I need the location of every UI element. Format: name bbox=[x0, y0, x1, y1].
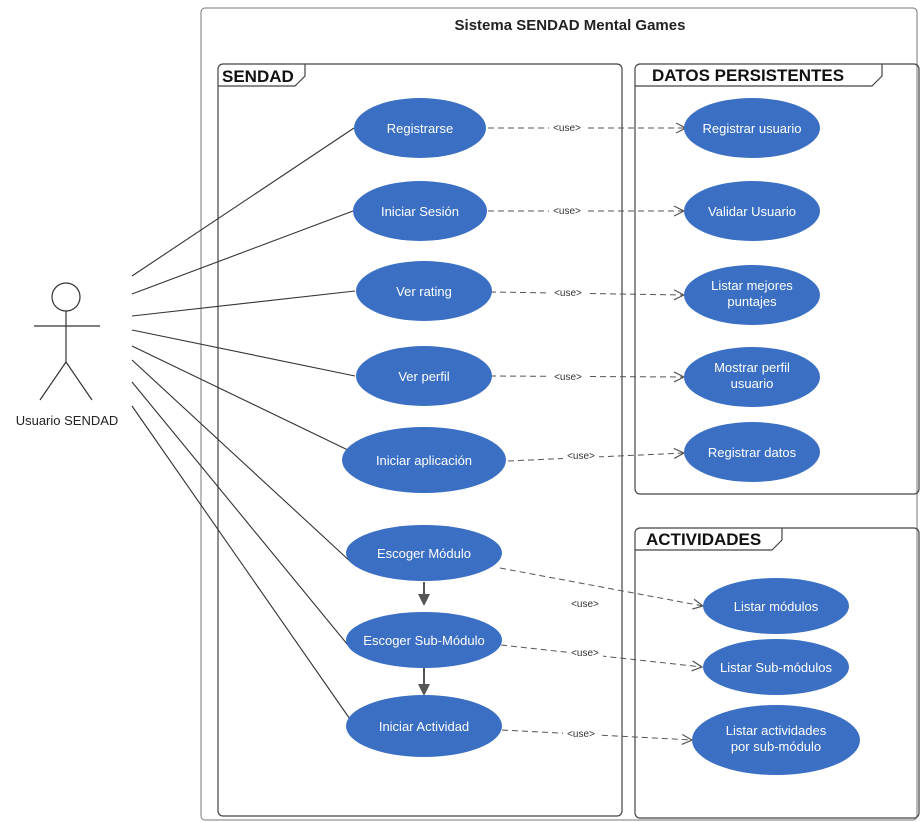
use-label-registrarse: <use> bbox=[553, 123, 581, 134]
actor-head bbox=[51, 282, 81, 312]
system-title: Sistema SENDAD Mental Games bbox=[455, 17, 686, 34]
usecase-mostrar-perfil-line2: usuario bbox=[731, 376, 774, 391]
usecase-listar-modulos[interactable]: Listar módulos bbox=[703, 578, 849, 634]
assoc-iniciar-sesion bbox=[131, 210, 354, 295]
assoc-ver-perfil bbox=[131, 329, 356, 377]
usecase-iniciar-actividad-label: Iniciar Actividad bbox=[379, 719, 469, 734]
usecase-iniciar-sesion[interactable]: Iniciar Sesión bbox=[353, 181, 487, 241]
usecase-ver-rating[interactable]: Ver rating bbox=[356, 261, 492, 321]
usecase-ver-perfil[interactable]: Ver perfil bbox=[356, 346, 492, 406]
use-label-iniciar-sesion: <use> bbox=[553, 206, 581, 217]
usecase-iniciar-aplicacion[interactable]: Iniciar aplicación bbox=[342, 427, 506, 493]
actor-leg-left bbox=[39, 361, 67, 401]
use-line-ver-perfil bbox=[489, 376, 684, 377]
package-actividades-label: ACTIVIDADES bbox=[646, 530, 761, 549]
actor-usuario: Usuario SENDAD bbox=[16, 282, 119, 428]
usecase-iniciar-aplicacion-label: Iniciar aplicación bbox=[376, 453, 472, 468]
usecase-mostrar-perfil-line1: Mostrar perfil bbox=[714, 360, 790, 375]
usecase-listar-submodulos[interactable]: Listar Sub-módulos bbox=[703, 639, 849, 695]
usecase-escoger-submodulo-label: Escoger Sub-Módulo bbox=[363, 633, 484, 648]
use-label-escoger-modulo: <use> bbox=[571, 599, 599, 610]
usecase-listar-actividades[interactable]: Listar actividades por sub-módulo bbox=[692, 705, 860, 775]
assoc-ver-rating bbox=[131, 290, 356, 317]
assoc-registrarse bbox=[131, 127, 355, 277]
assoc-iniciar-actividad bbox=[131, 405, 353, 723]
actor-name: Usuario SENDAD bbox=[16, 413, 119, 428]
usecase-registrar-datos[interactable]: Registrar datos bbox=[684, 422, 820, 482]
actor-leg-right bbox=[65, 361, 93, 401]
use-line-escoger-modulo bbox=[499, 567, 703, 606]
usecase-validar-usuario-label: Validar Usuario bbox=[708, 204, 796, 219]
usecase-registrarse-label: Registrarse bbox=[387, 121, 453, 136]
associations bbox=[131, 127, 356, 723]
package-datos-persistentes-label: DATOS PERSISTENTES bbox=[652, 66, 844, 85]
usecase-listar-submodulos-label: Listar Sub-módulos bbox=[720, 660, 832, 675]
use-label-iniciar-actividad: <use> bbox=[567, 729, 595, 740]
usecase-registrar-datos-label: Registrar datos bbox=[708, 445, 797, 460]
usecase-ver-rating-label: Ver rating bbox=[396, 284, 452, 299]
assoc-iniciar-aplicacion bbox=[131, 345, 353, 453]
package-sendad-label: SENDAD bbox=[222, 67, 294, 86]
usecase-mostrar-perfil-usuario[interactable]: Mostrar perfil usuario bbox=[684, 347, 820, 407]
usecase-listar-mejores-line1: Listar mejores bbox=[711, 278, 793, 293]
assoc-escoger-submodulo bbox=[131, 381, 353, 651]
assoc-escoger-modulo bbox=[131, 359, 353, 564]
usecase-listar-modulos-label: Listar módulos bbox=[734, 599, 819, 614]
use-label-iniciar-aplicacion: <use> bbox=[567, 451, 595, 462]
usecase-ver-perfil-label: Ver perfil bbox=[398, 369, 449, 384]
use-label-escoger-submodulo: <use> bbox=[571, 648, 599, 659]
usecase-listar-actividades-line2: por sub-módulo bbox=[731, 739, 821, 754]
usecase-escoger-submodulo[interactable]: Escoger Sub-Módulo bbox=[346, 612, 502, 668]
usecase-escoger-modulo[interactable]: Escoger Módulo bbox=[346, 525, 502, 581]
usecase-iniciar-sesion-label: Iniciar Sesión bbox=[381, 204, 459, 219]
use-label-ver-perfil: <use> bbox=[554, 372, 582, 383]
use-relations: <use> <use> <use> <use> <use> <use> <use… bbox=[488, 121, 703, 740]
use-label-ver-rating: <use> bbox=[554, 288, 582, 299]
usecase-escoger-modulo-label: Escoger Módulo bbox=[377, 546, 471, 561]
usecase-registrar-usuario-label: Registrar usuario bbox=[703, 121, 802, 136]
usecase-listar-actividades-line1: Listar actividades bbox=[726, 723, 827, 738]
usecase-registrarse[interactable]: Registrarse bbox=[354, 98, 486, 158]
use-line-ver-rating bbox=[489, 292, 684, 295]
usecase-iniciar-actividad[interactable]: Iniciar Actividad bbox=[346, 695, 502, 757]
usecase-listar-mejores-puntajes[interactable]: Listar mejores puntajes bbox=[684, 265, 820, 325]
usecase-validar-usuario[interactable]: Validar Usuario bbox=[684, 181, 820, 241]
usecase-registrar-usuario[interactable]: Registrar usuario bbox=[684, 98, 820, 158]
package-datos-persistentes: DATOS PERSISTENTES bbox=[634, 63, 920, 495]
package-actividades: ACTIVIDADES bbox=[634, 527, 920, 819]
usecase-listar-mejores-line2: puntajes bbox=[727, 294, 777, 309]
